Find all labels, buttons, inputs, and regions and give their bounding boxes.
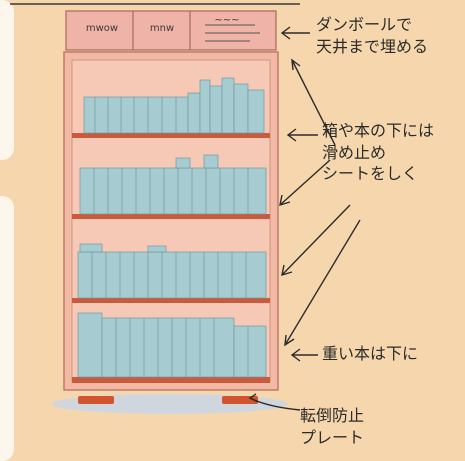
box-label-1: mwow <box>85 23 119 34</box>
ceiling-line <box>10 3 300 5</box>
annotation-anti-tip: 転倒防止 プレート <box>300 406 365 447</box>
annotation-arrows <box>248 26 361 411</box>
page-edge-tab-top <box>0 0 14 160</box>
box-label-2: mnw <box>149 23 175 34</box>
shelf-planks <box>72 133 270 383</box>
cardboard-boxes <box>65 10 277 51</box>
books-row-1 <box>83 77 265 134</box>
page-edge-tab-bottom <box>0 196 14 461</box>
anti-tip-plate-left <box>78 396 114 404</box>
books-row-3 <box>77 243 267 299</box>
books-row-4 <box>77 312 267 378</box>
books-row-2 <box>79 154 267 215</box>
box-label-3: ~~~ <box>214 15 240 26</box>
annotation-top-boxes: ダンボールで 天井まで埋める <box>316 15 429 56</box>
annotation-heavy-books: 重い本は下に <box>322 344 419 363</box>
annotation-anti-slip: 箱や本の下には 滑め止め シートをしく <box>322 121 435 184</box>
